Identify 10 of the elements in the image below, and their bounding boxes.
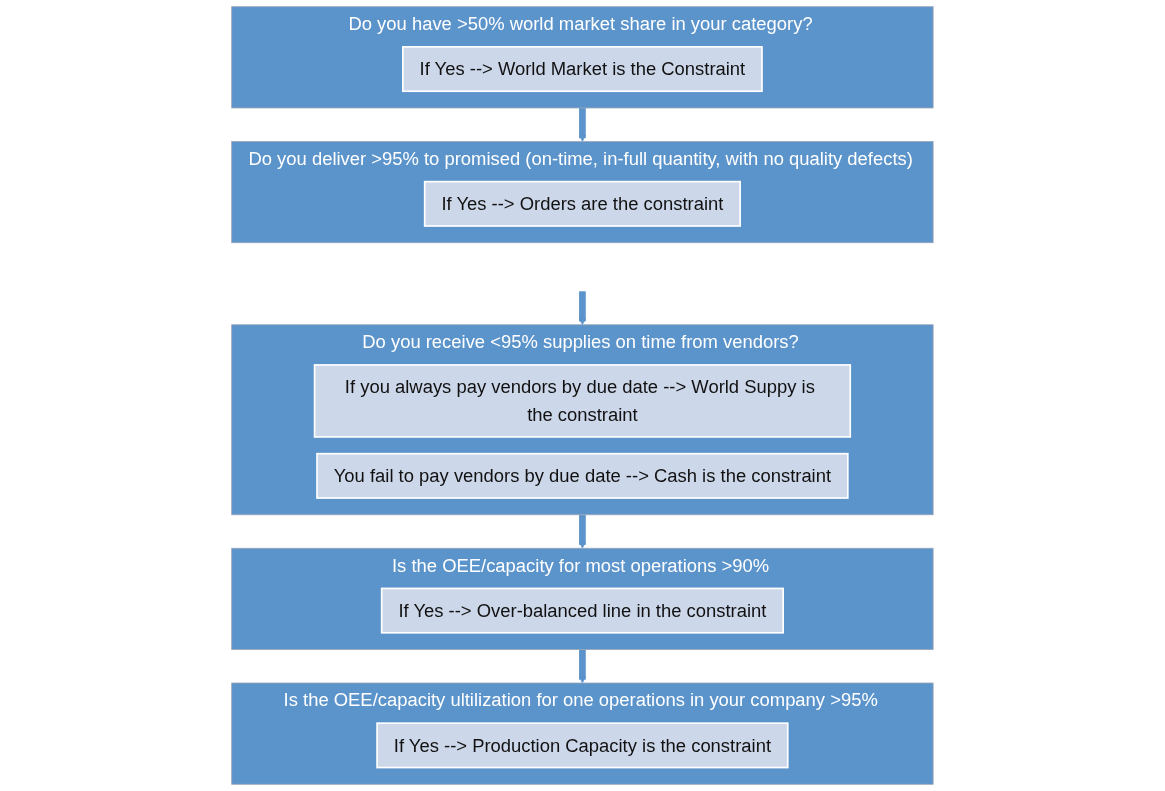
node-box: If Yes --> Orders are the constraint	[423, 180, 742, 227]
node-box: If you always pay vendors by due date --> World Suppy is the constraint	[313, 364, 852, 438]
arrow	[578, 107, 587, 142]
node-box: If Yes --> Over-balanced line in the constraint	[380, 587, 785, 634]
arrow	[578, 648, 587, 684]
node-box: You fail to pay vendors by due date --> Cash is the constraint	[316, 452, 849, 499]
arrow	[578, 514, 587, 549]
node-box: If Yes --> Production Capacity is the constraint	[376, 722, 789, 769]
arrow	[578, 290, 587, 326]
node-box: If Yes --> World Market is the Constraint	[402, 46, 763, 93]
